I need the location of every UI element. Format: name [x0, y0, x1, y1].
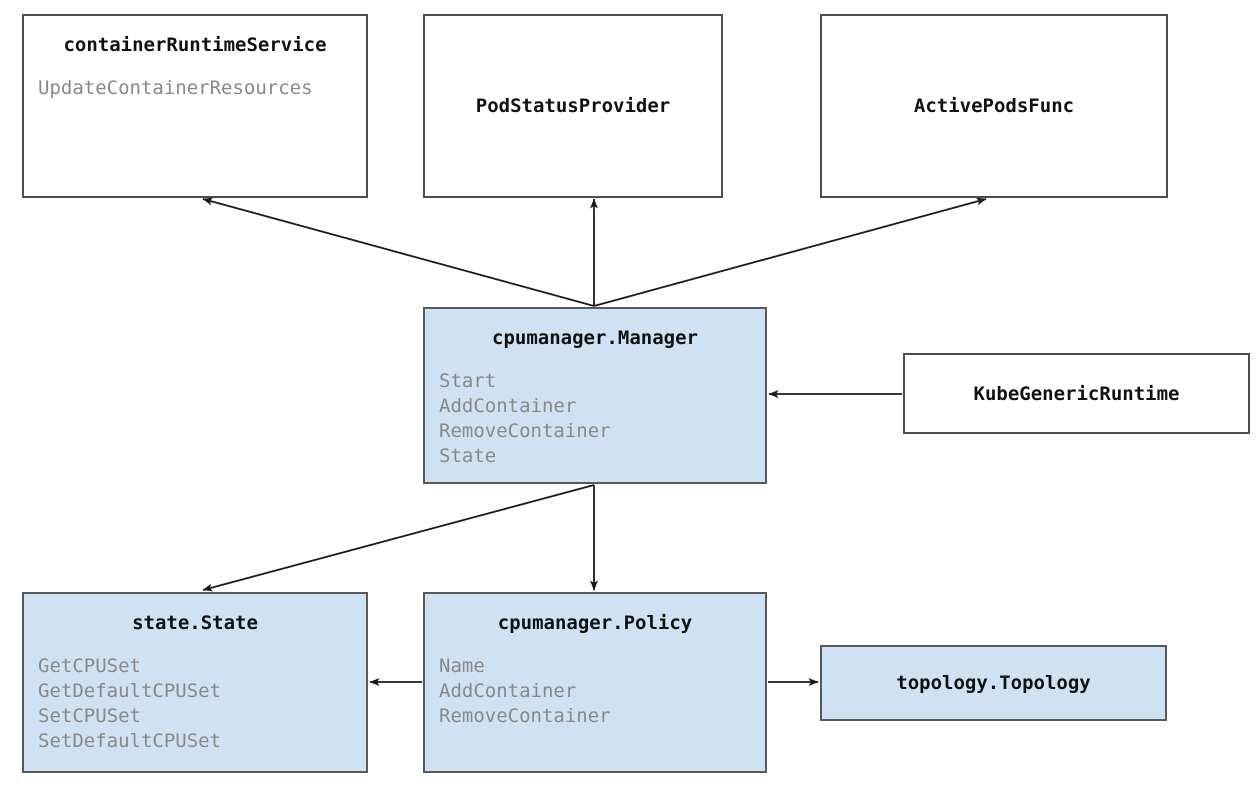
box-title: state.State: [132, 612, 258, 634]
arrow-manager-to-state-state: [202, 484, 595, 592]
box-member: RemoveContainer: [439, 705, 611, 727]
box-title: cpumanager.Policy: [497, 612, 693, 634]
box-member-list: UpdateContainerResources: [24, 76, 366, 101]
uml-box-pod-status-provider[interactable]: PodStatusProvider: [423, 14, 723, 198]
box-member: SetDefaultCPUSet: [38, 730, 222, 752]
box-title: topology.Topology: [896, 672, 1091, 694]
arrow-manager-to-container-runtime-service: [202, 197, 595, 307]
uml-box-topology-topology[interactable]: topology.Topology: [820, 645, 1167, 721]
box-member: GetDefaultCPUSet: [38, 680, 222, 702]
box-member: Name: [439, 655, 485, 677]
arrow-manager-to-active-pods-func: [593, 197, 987, 307]
box-member: AddContainer: [439, 680, 577, 702]
box-title: PodStatusProvider: [475, 95, 671, 117]
box-member: GetCPUSet: [38, 655, 141, 677]
box-title: containerRuntimeService: [63, 34, 327, 56]
box-member: State: [439, 445, 497, 467]
box-title: ActivePodsFunc: [913, 95, 1075, 117]
box-member: RemoveContainer: [439, 420, 611, 442]
box-member: AddContainer: [439, 395, 577, 417]
uml-box-active-pods-func[interactable]: ActivePodsFunc: [820, 14, 1168, 198]
uml-box-kube-generic-runtime[interactable]: KubeGenericRuntime: [903, 353, 1250, 434]
box-title: KubeGenericRuntime: [973, 382, 1180, 405]
box-member: Start: [439, 370, 497, 392]
box-member: SetCPUSet: [38, 705, 141, 727]
box-member: UpdateContainerResources: [38, 77, 313, 99]
box-title: cpumanager.Manager: [492, 327, 698, 349]
